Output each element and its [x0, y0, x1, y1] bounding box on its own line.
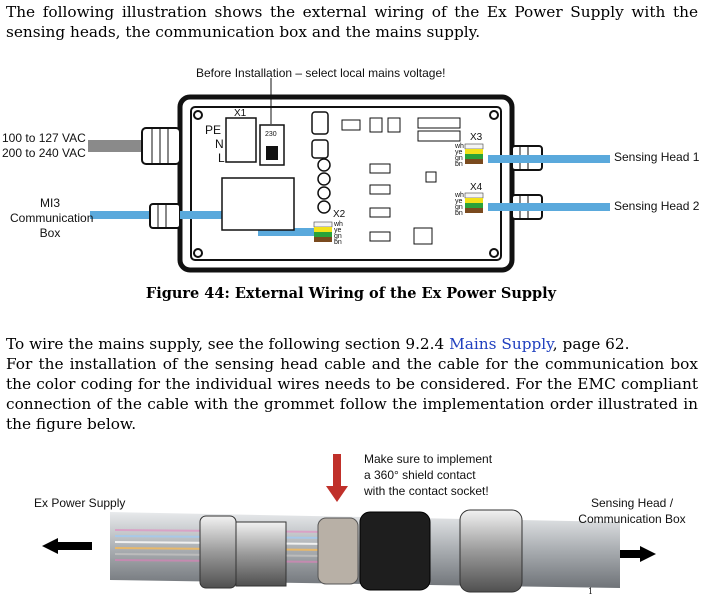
gland-mi3 [149, 203, 181, 229]
voltage-callout: Before Installation – select local mains… [196, 66, 446, 80]
wiring-diagram: X1 PE N L 230 X3 X4 X2 wh ye gn bn wh ye… [0, 0, 702, 285]
ex-power-supply-label: Ex Power Supply [34, 496, 126, 510]
cap-nut [459, 509, 523, 593]
x3-wire-bn: bn [455, 161, 463, 168]
sealing-insert [359, 511, 431, 591]
shield-note-line2: a 360° shield contact [364, 468, 476, 482]
x3-wire-wh: wh [454, 143, 464, 150]
shield-braid [317, 517, 359, 585]
mains-label-2: 200 to 240 VAC [2, 146, 86, 160]
x4-wire-wh: wh [454, 192, 464, 199]
connector-x3 [464, 143, 484, 164]
x2-wire-gn: gn [334, 233, 342, 240]
shield-note-line3: with the contact socket! [364, 484, 489, 498]
sensing-head-comm-label-1: Sensing Head / [590, 496, 674, 510]
grommet-figure-svg [42, 454, 656, 593]
terminal-pe-label: PE [205, 123, 221, 137]
terminal-l-label: L [218, 151, 225, 165]
connector-x4 [464, 192, 484, 213]
red-arrow [333, 454, 341, 488]
x3-wire-ye: ye [455, 149, 463, 156]
x2-wire-ye: ye [334, 227, 342, 234]
left-arrow-icon [42, 538, 92, 554]
x2-wire-bn: bn [334, 239, 342, 246]
figure-caption: Figure 44: External Wiring of the Ex Pow… [145, 285, 557, 302]
grommet-figure [0, 440, 702, 599]
mains-ref-suffix: , page 62. [552, 335, 630, 353]
connector-x2 [313, 221, 333, 242]
right-arrow-icon [620, 546, 656, 562]
mi3-cable [90, 211, 150, 219]
terminal-x4-label: X4 [470, 182, 483, 193]
sensing-head-comm-label-2: Communication Box [578, 512, 686, 526]
installation-paragraph: For the installation of the sensing head… [6, 355, 698, 433]
gland-mains [141, 127, 181, 165]
mains-ref-prefix: To wire the mains supply, see the follow… [6, 335, 450, 353]
mi3-label-line1: MI3 [39, 196, 60, 210]
switch-value: 230 [265, 131, 277, 138]
x3-wire-gn: gn [455, 155, 463, 162]
terminal-x3-label: X3 [470, 132, 483, 143]
mains-cable [88, 140, 148, 152]
terminal-x1-label: X1 [234, 108, 247, 119]
terminal-n-label: N [215, 137, 224, 151]
page-number: 1 [588, 587, 594, 596]
shield-note-line1: Make sure to implement [364, 452, 493, 466]
mains-supply-link[interactable]: Mains Supply [449, 335, 553, 353]
mi3-label-line3: Box [39, 226, 61, 240]
wiring-diagram-svg: X1 PE N L 230 X3 X4 X2 wh ye gn bn wh ye… [88, 78, 610, 273]
x4-wire-bn: bn [455, 210, 463, 217]
x4-wire-ye: ye [455, 198, 463, 205]
head1-cable [488, 155, 610, 163]
mains-reference-paragraph: To wire the mains supply, see the follow… [6, 334, 698, 354]
mi3-label-line2: Communication [10, 211, 94, 225]
x4-wire-gn: gn [455, 204, 463, 211]
mains-label-1: 100 to 127 VAC [2, 131, 86, 145]
terminal-x2-label: X2 [333, 209, 346, 220]
gland-nut [199, 515, 237, 589]
sensing-head-1-label: Sensing Head 1 [614, 150, 700, 164]
intro-paragraph: The following illustration shows the ext… [6, 3, 698, 41]
sensing-head-2-label: Sensing Head 2 [614, 199, 700, 213]
head2-cable [488, 203, 610, 211]
x2-wire-wh: wh [333, 221, 343, 228]
